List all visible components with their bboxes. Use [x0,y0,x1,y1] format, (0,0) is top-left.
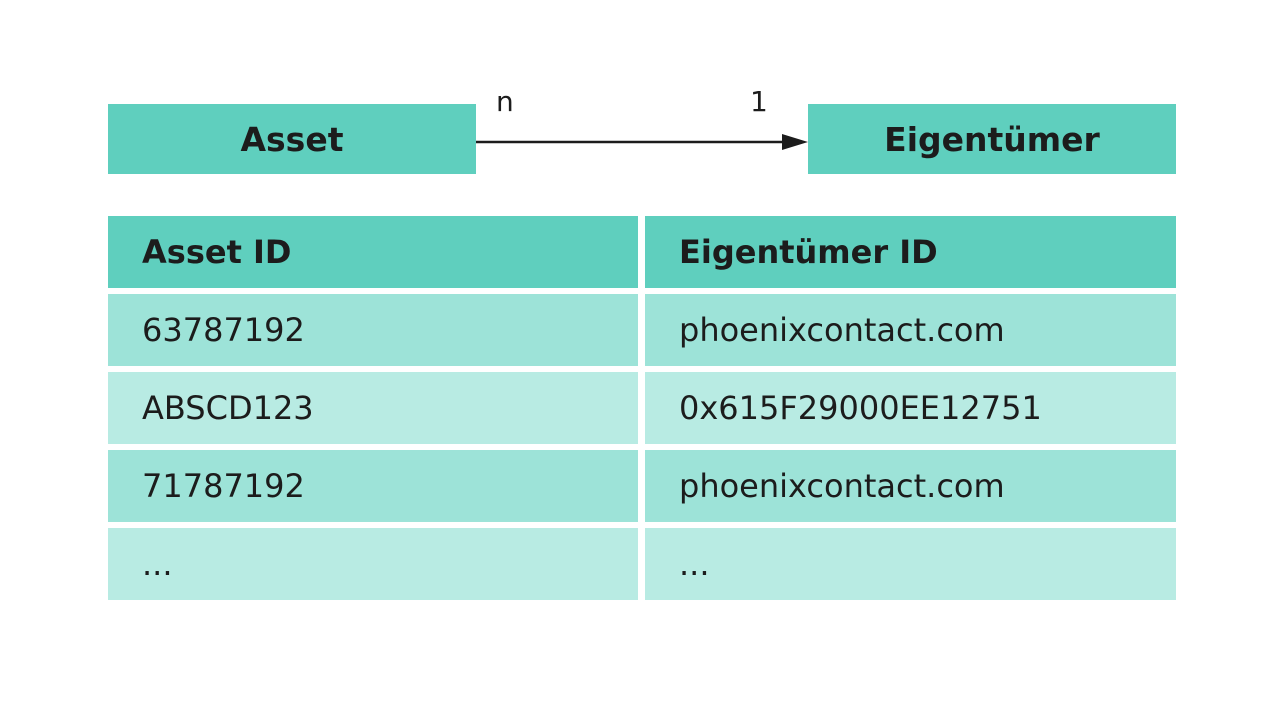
table-row: ... ... [108,528,1176,600]
table-header-row: Asset ID Eigentümer ID [108,216,1176,288]
cell-asset-id: ... [108,528,638,600]
cardinality-target-label: 1 [750,85,768,118]
table-row: ABSCD123 0x615F29000EE12751 [108,372,1176,444]
cell-owner-id: phoenixcontact.com [645,294,1176,366]
entity-asset-label: Asset [240,119,344,159]
cell-owner-id: ... [645,528,1176,600]
asset-owner-table: Asset ID Eigentümer ID 63787192 phoenixc… [108,216,1176,600]
header-asset-id: Asset ID [108,216,638,288]
entity-owner-box: Eigentümer [808,104,1176,174]
entity-asset-box: Asset [108,104,476,174]
table-row: 63787192 phoenixcontact.com [108,294,1176,366]
header-owner-id: Eigentümer ID [645,216,1176,288]
cell-asset-id: 71787192 [108,450,638,522]
table-row: 71787192 phoenixcontact.com [108,450,1176,522]
cell-owner-id: 0x615F29000EE12751 [645,372,1176,444]
entity-owner-label: Eigentümer [884,119,1100,159]
relation-arrow [476,134,808,150]
cell-asset-id: 63787192 [108,294,638,366]
arrow-head [782,134,808,150]
cardinality-source-label: n [496,85,514,118]
cell-owner-id: phoenixcontact.com [645,450,1176,522]
cell-asset-id: ABSCD123 [108,372,638,444]
